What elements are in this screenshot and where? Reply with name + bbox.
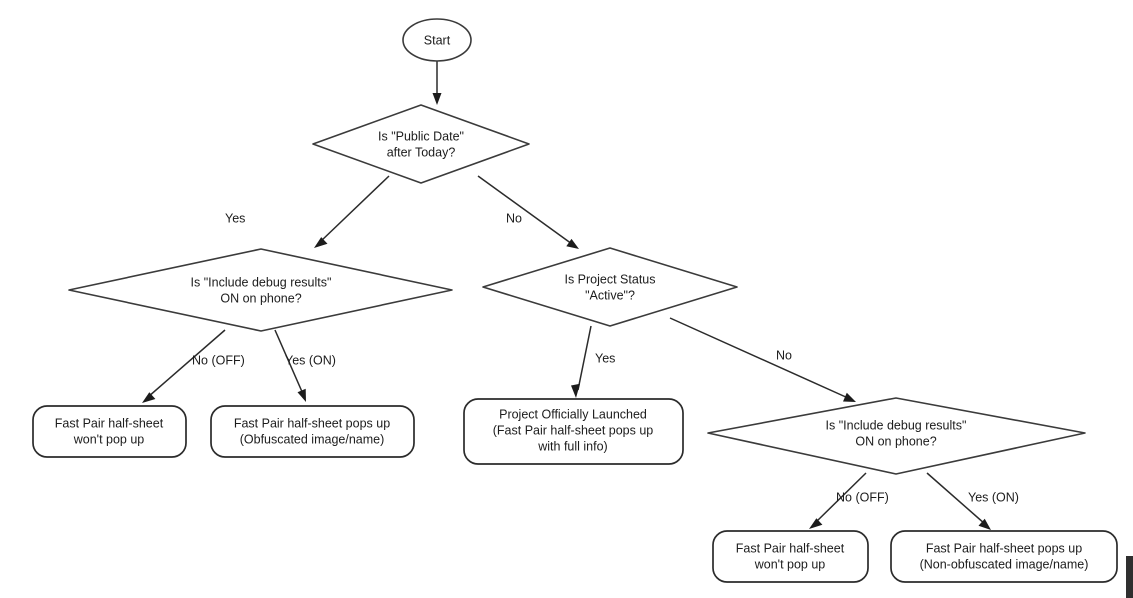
edge-label-debug-left-off: No (OFF) bbox=[192, 353, 245, 367]
node-project-status[interactable]: Is Project Status "Active"? bbox=[482, 247, 738, 327]
node-debug-right-line-1: ON on phone? bbox=[855, 434, 936, 448]
edge-label-debug-right-off: No (OFF) bbox=[836, 490, 889, 504]
node-no-popup-left[interactable]: Fast Pair half-sheet won't pop up bbox=[32, 405, 187, 458]
node-debug-right-line-0: Is "Include debug results" bbox=[826, 418, 967, 432]
edge-label-project-status-no: No bbox=[776, 348, 792, 362]
node-debug-left[interactable]: Is "Include debug results" ON on phone? bbox=[68, 248, 453, 332]
node-obfuscated[interactable]: Fast Pair half-sheet pops up (Obfuscated… bbox=[210, 405, 415, 458]
node-project-status-line-1: "Active"? bbox=[585, 288, 635, 302]
edge-start-to-public-date bbox=[432, 61, 442, 105]
node-public-date-line-1: after Today? bbox=[387, 145, 456, 159]
node-no-popup-right[interactable]: Fast Pair half-sheet won't pop up bbox=[712, 530, 869, 583]
node-no-popup-left-line-0: Fast Pair half-sheet bbox=[55, 416, 164, 430]
edge-public-date-no: No bbox=[477, 175, 579, 249]
edge-label-public-date-yes: Yes bbox=[225, 211, 245, 225]
edge-debug-left-off: No (OFF) bbox=[142, 329, 245, 403]
node-launched-line-2: with full info) bbox=[537, 439, 607, 453]
node-debug-left-line-1: ON on phone? bbox=[220, 291, 301, 305]
node-non-obfuscated[interactable]: Fast Pair half-sheet pops up (Non-obfusc… bbox=[890, 530, 1118, 583]
node-non-obfuscated-line-1: (Non-obfuscated image/name) bbox=[920, 557, 1089, 571]
edge-project-status-yes: Yes bbox=[571, 325, 615, 398]
edge-project-status-no: No bbox=[669, 317, 856, 402]
node-obfuscated-line-0: Fast Pair half-sheet pops up bbox=[234, 416, 390, 430]
edge-label-public-date-no: No bbox=[506, 211, 522, 225]
node-public-date-line-0: Is "Public Date" bbox=[378, 129, 464, 143]
node-debug-left-line-0: Is "Include debug results" bbox=[191, 275, 332, 289]
node-start-line-0: Start bbox=[424, 33, 451, 47]
node-project-status-line-0: Is Project Status bbox=[564, 272, 655, 286]
edge-label-debug-right-on: Yes (ON) bbox=[968, 490, 1019, 504]
edge-label-project-status-yes: Yes bbox=[595, 351, 615, 365]
edge-debug-right-on: Yes (ON) bbox=[926, 472, 1019, 530]
node-launched-line-0: Project Officially Launched bbox=[499, 407, 647, 421]
node-launched[interactable]: Project Officially Launched (Fast Pair h… bbox=[463, 398, 684, 465]
node-public-date[interactable]: Is "Public Date" after Today? bbox=[312, 104, 530, 184]
edge-label-debug-left-on: Yes (ON) bbox=[285, 353, 336, 367]
node-no-popup-right-line-1: won't pop up bbox=[754, 557, 826, 571]
node-no-popup-left-line-1: won't pop up bbox=[73, 432, 145, 446]
node-debug-right[interactable]: Is "Include debug results" ON on phone? bbox=[707, 397, 1086, 475]
edge-public-date-yes: Yes bbox=[225, 175, 390, 248]
node-no-popup-right-line-0: Fast Pair half-sheet bbox=[736, 541, 845, 555]
node-non-obfuscated-line-0: Fast Pair half-sheet pops up bbox=[926, 541, 1082, 555]
edge-debug-left-on: Yes (ON) bbox=[274, 329, 336, 402]
page-edge-artifact bbox=[1126, 556, 1133, 598]
edge-debug-right-off: No (OFF) bbox=[809, 472, 889, 529]
node-start[interactable]: Start bbox=[402, 18, 472, 62]
node-obfuscated-line-1: (Obfuscated image/name) bbox=[240, 432, 385, 446]
node-launched-line-1: (Fast Pair half-sheet pops up bbox=[493, 423, 654, 437]
